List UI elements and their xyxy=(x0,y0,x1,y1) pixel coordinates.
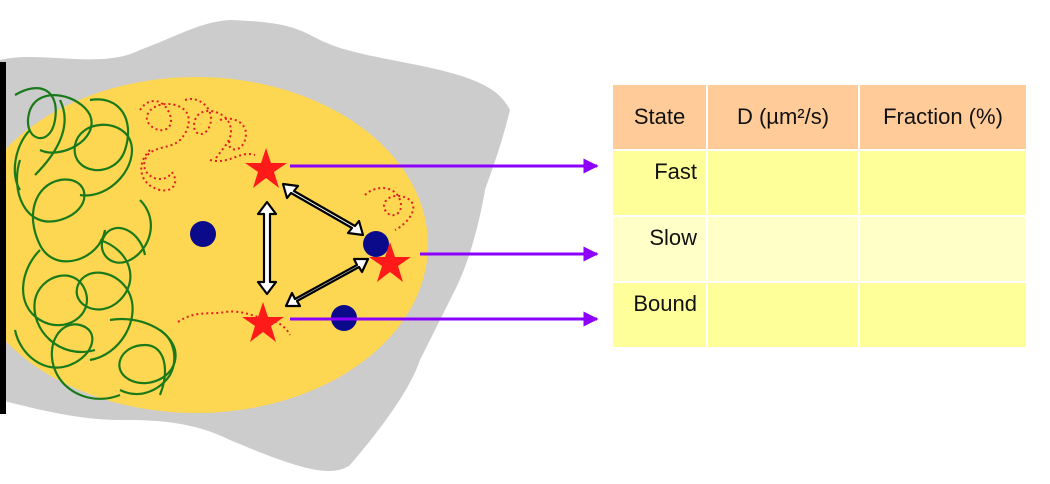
pointer-arrows xyxy=(290,158,599,327)
fast-molecule-star xyxy=(245,148,287,188)
diffusion-cell-fast xyxy=(706,149,860,217)
table-header-row: State D (µm²/s) Fraction (%) xyxy=(611,83,1028,151)
header-diffusion-coefficient: D (µm²/s) xyxy=(706,83,860,151)
fraction-cell-slow xyxy=(858,215,1028,283)
header-state: State xyxy=(611,83,708,151)
fraction-cell-bound xyxy=(858,281,1028,349)
nucleus xyxy=(0,77,428,413)
diffusion-cell-bound xyxy=(706,281,860,349)
table-row-slow: Slow xyxy=(611,215,1028,283)
molecule-stars xyxy=(242,148,411,342)
transition-arrows xyxy=(256,182,370,308)
bound-molecule-star xyxy=(242,302,284,342)
binding-site xyxy=(363,231,389,257)
dna-strands xyxy=(139,98,415,336)
header-fraction: Fraction (%) xyxy=(858,83,1028,151)
chromatin xyxy=(13,87,177,400)
table-row-bound: Bound xyxy=(611,281,1028,349)
state-label-fast: Fast xyxy=(611,149,708,217)
binding-site xyxy=(190,221,216,247)
fast-slow-transition-arrow xyxy=(281,182,365,237)
diffusion-state-table: State D (µm²/s) Fraction (%) Fast Slow B… xyxy=(611,83,1028,349)
fraction-cell-fast xyxy=(858,149,1028,217)
table-row-fast: Fast xyxy=(611,149,1028,217)
fast-bound-transition-arrow xyxy=(256,200,278,296)
slow-molecule-star xyxy=(369,242,411,282)
state-label-slow: Slow xyxy=(611,215,708,283)
slow-bound-transition-arrow xyxy=(284,257,370,308)
membrane-edge xyxy=(0,62,6,414)
diffusion-cell-slow xyxy=(706,215,860,283)
state-label-bound: Bound xyxy=(611,281,708,349)
